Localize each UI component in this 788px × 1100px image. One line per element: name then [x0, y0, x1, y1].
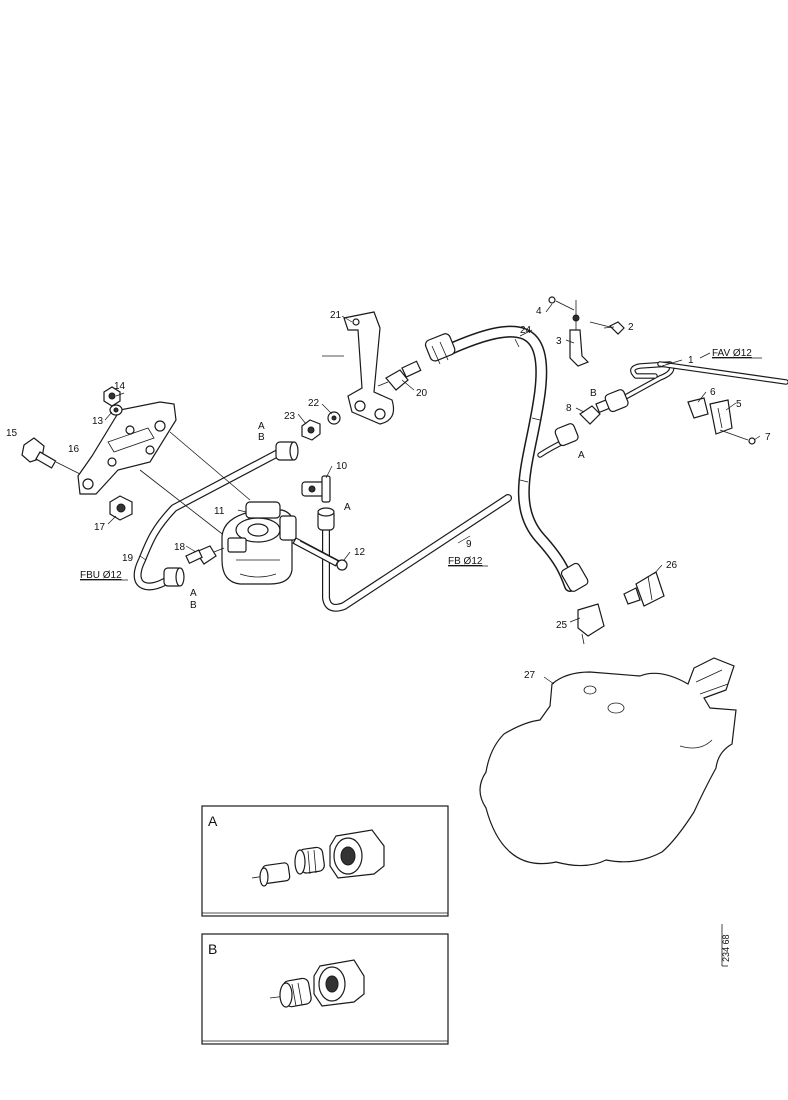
- callout-26: 26: [666, 560, 678, 571]
- callout-21: 21: [330, 310, 342, 321]
- callout-14: 14: [114, 381, 126, 392]
- bolt-15: [21, 437, 81, 475]
- callout-12: 12: [354, 547, 366, 558]
- pipe-1: [617, 361, 788, 403]
- pipe-9: [322, 494, 512, 612]
- spec-fb: FB Ø12: [448, 556, 483, 567]
- bracket-21: [343, 311, 395, 425]
- filter-head-11: [221, 501, 297, 585]
- callout-4: 4: [536, 306, 542, 317]
- pipe-19: [133, 448, 284, 591]
- callout-22: 22: [308, 398, 320, 409]
- callout-27: 27: [524, 670, 536, 681]
- letter-a-right: A: [578, 450, 585, 461]
- callout-5: 5: [736, 399, 742, 410]
- doc-number-text: 234 68: [721, 934, 731, 962]
- callout-23: 23: [284, 411, 296, 422]
- callout-9: 9: [466, 539, 472, 550]
- callout-7: 7: [765, 432, 771, 443]
- callout-15: 15: [6, 428, 18, 439]
- inset-a-sleeve: [259, 862, 291, 887]
- callout-8: 8: [566, 403, 572, 414]
- stud-12: [292, 537, 348, 571]
- inset-b-ring: [279, 977, 312, 1008]
- callout-3: 3: [556, 336, 562, 347]
- washer-13: [109, 404, 123, 416]
- sensor-26: [623, 571, 665, 607]
- callout-17: 17: [94, 522, 106, 533]
- letter-a-pipe19-bottom: A: [190, 588, 197, 599]
- document-number: 234 68: [721, 924, 731, 967]
- bracket-3: [569, 300, 590, 367]
- spec-fbu: FBU Ø12: [80, 570, 122, 581]
- letter-b-pipe19-bottom: B: [190, 600, 197, 611]
- connector-pipe19-top: [275, 441, 299, 461]
- spec-fav: FAV Ø12: [712, 348, 752, 359]
- nut-17: [109, 495, 133, 521]
- inset-b-nut: [313, 959, 365, 1007]
- nut-14: [103, 386, 121, 407]
- inset-a: A: [201, 805, 449, 917]
- letter-b-pipe19-top: B: [258, 432, 265, 443]
- connector-b-right: [604, 389, 629, 413]
- letter-b-right: B: [590, 388, 597, 399]
- callout-16: 16: [68, 444, 80, 455]
- washer-22: [327, 411, 341, 425]
- inset-b: B: [201, 933, 449, 1045]
- washer-23: [301, 419, 321, 441]
- connector-a-filter: [317, 507, 335, 531]
- callout-18: 18: [174, 542, 186, 553]
- callout-11: 11: [214, 506, 225, 517]
- letter-a-pipe19-top: A: [258, 421, 265, 432]
- callout-20: 20: [416, 388, 428, 399]
- inset-a-ring: [294, 846, 325, 875]
- callout-6: 6: [710, 387, 716, 398]
- inset-a-label: A: [208, 813, 218, 829]
- pipe-spec-labels: FAV Ø12 FBU Ø12 FB Ø12: [80, 348, 762, 581]
- bolt-4: [548, 296, 575, 311]
- callout-10: 10: [336, 461, 348, 472]
- callout-labels: 1 2 3 4 5 6 7 8 9 10 11 12 13 14 15 16 1…: [6, 306, 771, 681]
- leader-lines: [104, 303, 761, 685]
- fitting-20: [377, 360, 422, 391]
- letter-a-filter: A: [344, 502, 351, 513]
- callout-25: 25: [556, 620, 568, 631]
- elbow-25: [560, 562, 605, 645]
- callout-1: 1: [688, 355, 694, 366]
- clip-6: [687, 397, 709, 419]
- connector-a-right: [554, 423, 579, 447]
- callout-2: 2: [628, 322, 634, 333]
- fitting-18: [185, 545, 225, 565]
- screw-7: [719, 429, 756, 445]
- injection-pump-27: [479, 657, 737, 867]
- connector-letters: A B A A B B A: [190, 388, 597, 611]
- inset-b-label: B: [208, 941, 217, 957]
- hose-end-top: [424, 333, 456, 365]
- callout-24: 24: [520, 325, 532, 336]
- callout-19: 19: [122, 553, 134, 564]
- hose-24: [442, 325, 576, 592]
- bracket-16: [77, 401, 177, 495]
- inset-a-nut: [329, 829, 385, 879]
- nut-2: [589, 321, 625, 335]
- connector-pipe19-bottom: [163, 567, 185, 587]
- banjo-10: [301, 475, 331, 503]
- bracket-5: [709, 399, 733, 435]
- callout-13: 13: [92, 416, 104, 427]
